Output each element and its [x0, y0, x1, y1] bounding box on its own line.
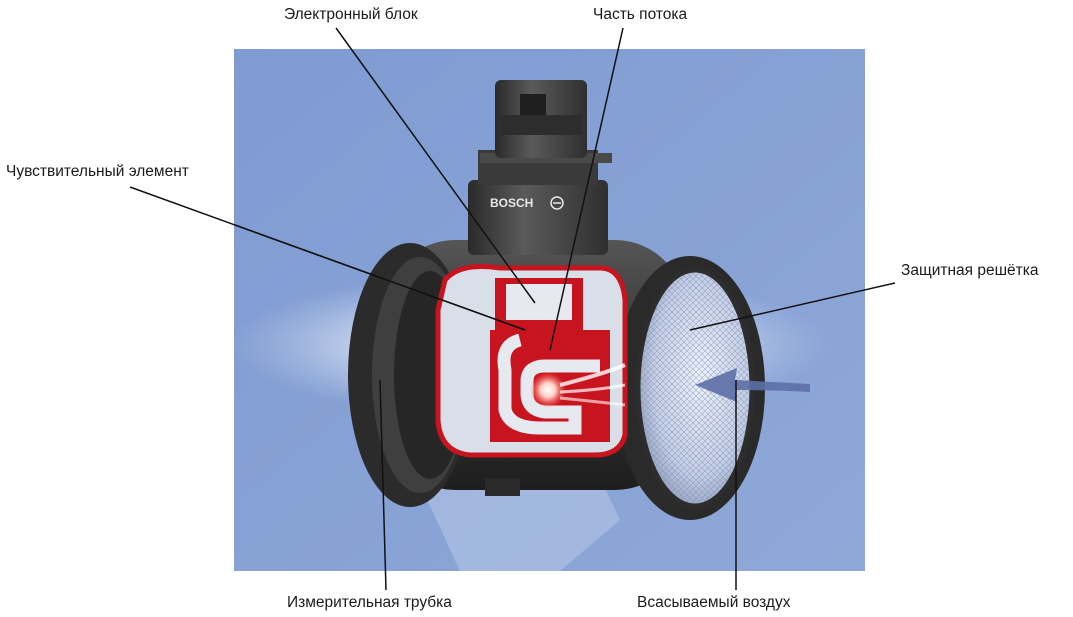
bosch-emblem-icon: [550, 196, 564, 210]
label-intake-air: Всасываемый воздух: [637, 594, 791, 611]
leader-measuring-tube: [379, 379, 387, 591]
label-protective-grille: Защитная решётка: [901, 262, 1039, 279]
protective-grille: [635, 267, 755, 509]
leader-electronic-unit: [335, 27, 536, 304]
leader-flow-part: [549, 27, 624, 351]
cutaway-window: [435, 264, 628, 458]
heated-element-glow: [530, 372, 566, 408]
label-measuring-tube: Измерительная трубка: [287, 594, 452, 611]
label-flow-part: Часть потока: [593, 6, 688, 23]
leader-sensor-element-2: [234, 224, 526, 331]
connector: [468, 80, 612, 255]
leader-protective-grille: [689, 282, 896, 331]
label-sensor-element: Чувствительный элемент: [6, 163, 189, 180]
label-electronic-unit: Электронный блок: [284, 6, 418, 23]
intake-air-arrow-icon: [695, 368, 810, 402]
brand-logo-text: BOSCH: [490, 196, 533, 210]
